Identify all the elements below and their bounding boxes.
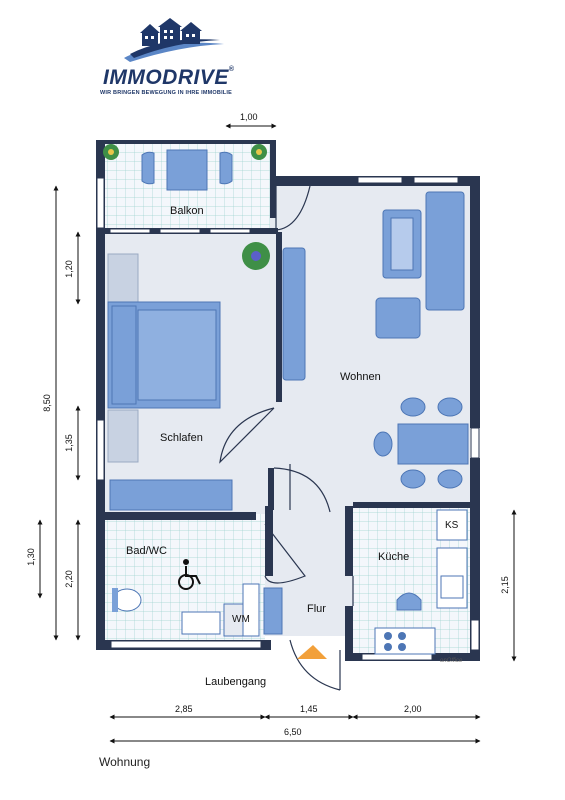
brand-slogan: WIR BRINGEN BEWEGUNG IN IHRE IMMOBILIE — [100, 90, 232, 96]
dim-bottom-1: 2,85 — [175, 704, 193, 714]
entrance-arrow-icon — [297, 645, 327, 659]
washing-machine-label: WM — [232, 614, 250, 625]
dim-bottom-3: 2,00 — [404, 704, 422, 714]
doors — [219, 185, 354, 691]
dimension-lines — [37, 123, 517, 744]
dim-left-3: 1,30 — [25, 548, 36, 566]
room-label-laubengang: Laubengang — [205, 676, 267, 688]
room-label-flur: Flur — [307, 603, 326, 615]
watermark: onOffice — [440, 658, 463, 664]
house-logo-icon — [124, 18, 224, 62]
dining-chairs — [373, 397, 463, 489]
dim-left-1: 1,20 — [63, 260, 74, 278]
plant-icon — [103, 144, 270, 270]
dim-left-total: 8,50 — [41, 394, 52, 412]
dim-bottom-2: 1,45 — [300, 704, 318, 714]
footer-caption: Wohnung — [99, 755, 151, 769]
bath-fixtures — [112, 583, 260, 637]
living-furniture — [282, 191, 469, 465]
room-label-schlafen: Schlafen — [160, 432, 203, 444]
fridge-label: KS — [445, 520, 459, 531]
bed-furniture — [107, 253, 233, 511]
dim-left-4: 2,20 — [63, 570, 74, 588]
kitchen-fixtures — [374, 509, 468, 655]
room-label-wohnen: Wohnen — [340, 371, 381, 383]
wardrobe — [263, 587, 283, 635]
balcony-table-set — [141, 149, 233, 191]
dim-bottom-total: 6,50 — [284, 727, 302, 737]
dim-right: 2,15 — [499, 576, 510, 594]
room-label-kueche: Küche — [378, 551, 410, 563]
room-label-bad: Bad/WC — [126, 545, 167, 557]
dim-top: 1,00 — [240, 112, 258, 122]
windows — [96, 176, 480, 661]
room-label-balkon: Balkon — [170, 205, 204, 217]
wheelchair-icon — [178, 559, 201, 590]
dim-left-2: 1,35 — [63, 434, 74, 452]
brand-name: IMMODRIVE® — [103, 66, 235, 89]
